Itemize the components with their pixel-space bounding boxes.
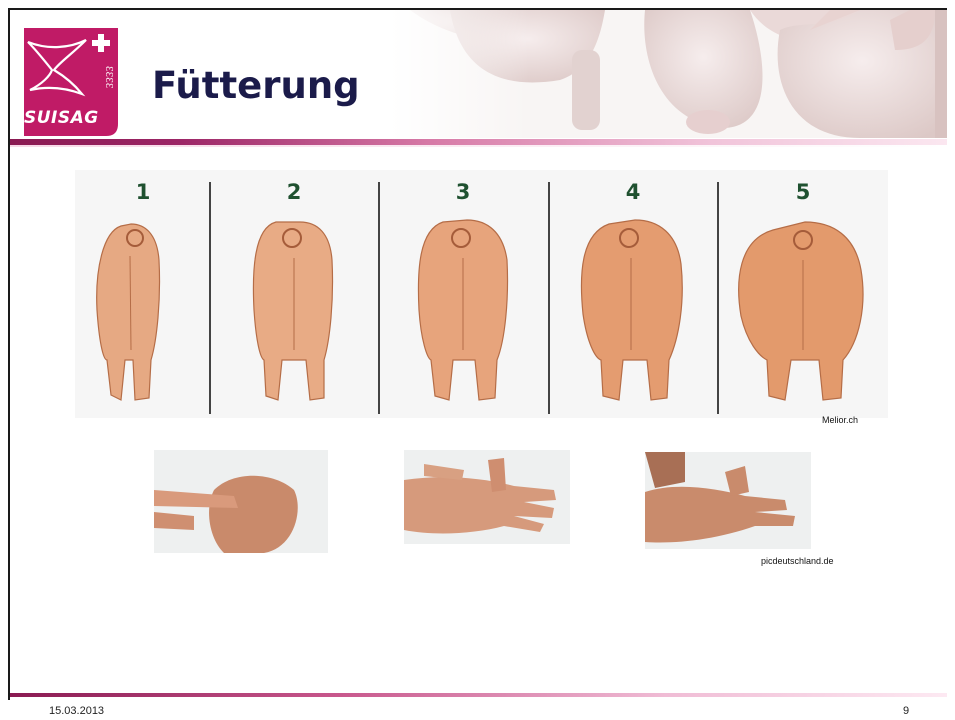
bcs-score-label: 2 — [214, 180, 374, 204]
hand-photo-knuckle — [154, 450, 328, 553]
pig-rear-thin-image — [63, 210, 223, 410]
slide-header: ԐԐԐԐ SUISAG Fütterung — [10, 10, 947, 138]
logo-text: SUISAG — [24, 108, 94, 128]
pig-rear-obese-image — [723, 210, 883, 410]
pig-rear-ideal-image — [383, 210, 543, 410]
footer-divider — [10, 693, 947, 697]
bcs-divider — [378, 182, 380, 414]
bcs-column-1: 1 — [63, 170, 223, 418]
page-number: 9 — [903, 705, 909, 717]
footer-date: 15.03.2013 — [49, 705, 104, 717]
bcs-divider — [209, 182, 211, 414]
header-divider-shadow — [10, 145, 947, 147]
bcs-divider — [717, 182, 719, 414]
pig-rear-fat-image — [553, 210, 713, 410]
bcs-column-2: 2 — [214, 170, 374, 418]
image-credit: Melior.ch — [822, 415, 858, 425]
hand-image-credit: picdeutschland.de — [761, 556, 834, 566]
pig-rear-lean-image — [214, 210, 374, 410]
bcs-score-label: 1 — [63, 180, 223, 204]
bcs-column-5: 5 — [723, 170, 883, 418]
bcs-divider — [548, 182, 550, 414]
bcs-column-3: 3 — [383, 170, 543, 418]
pigs-background-image — [390, 10, 947, 138]
suisag-logo: ԐԐԐԐ SUISAG — [20, 28, 122, 136]
bcs-score-label: 4 — [553, 180, 713, 204]
bcs-column-4: 4 — [553, 170, 713, 418]
svg-text:ԐԐԐԐ: ԐԐԐԐ — [103, 66, 113, 89]
hand-knuckle-image — [154, 450, 328, 553]
bcs-score-label: 5 — [723, 180, 883, 204]
bcs-score-label: 3 — [383, 180, 543, 204]
slide-title: Fütterung — [152, 64, 360, 107]
body-condition-score-panel: 1 2 3 4 — [75, 170, 888, 432]
hand-photo-back — [404, 450, 570, 544]
hand-palm-edge-image — [645, 452, 811, 549]
hand-back-image — [404, 450, 570, 544]
hand-photo-palm-edge — [645, 452, 811, 549]
